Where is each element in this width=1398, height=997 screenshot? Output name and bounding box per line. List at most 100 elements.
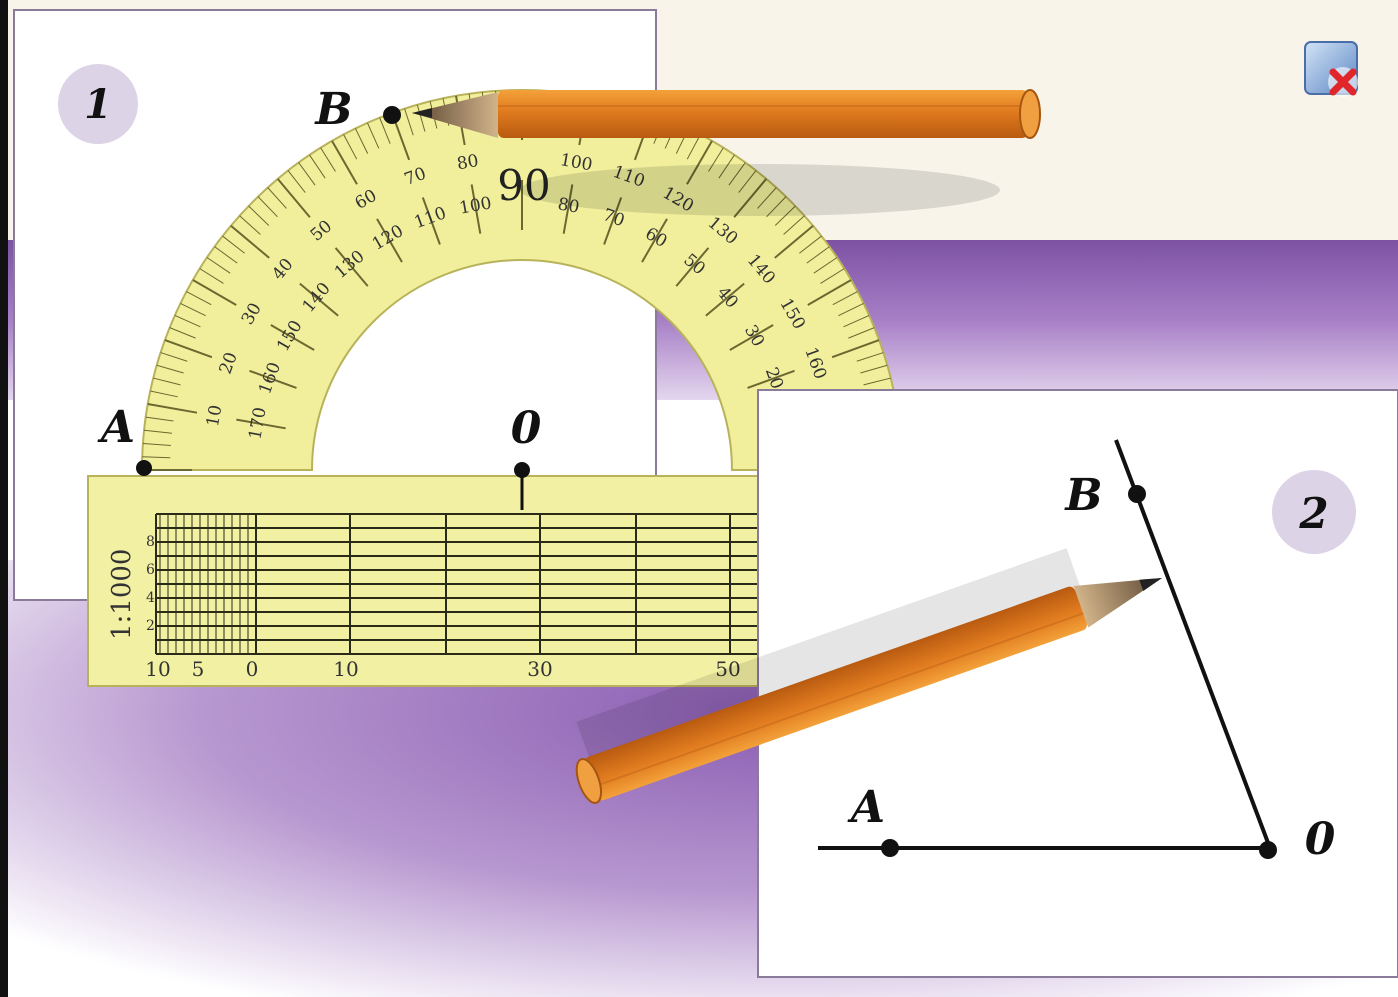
protractor-tick — [799, 235, 822, 254]
protractor-tick — [145, 416, 174, 422]
protractor-tick — [832, 291, 858, 306]
protractor-tick — [248, 205, 270, 226]
point-a-1 — [136, 460, 152, 476]
protractor-tick — [686, 140, 713, 185]
protractor-tick — [718, 154, 735, 179]
protractor-tick — [843, 314, 870, 328]
label-a-1: A — [97, 402, 135, 453]
protractor-tick — [860, 364, 888, 374]
protractor-tick — [267, 187, 287, 209]
protractor-tick — [180, 302, 206, 317]
ruler-tick-label: 5 — [192, 657, 205, 681]
close-button[interactable] — [1303, 40, 1363, 100]
point-a-2 — [881, 839, 899, 857]
label-a-2: A — [847, 782, 885, 833]
ray-ob — [1114, 439, 1272, 849]
pencil-1 — [412, 89, 1041, 216]
protractor-tick — [199, 268, 224, 284]
point-b-2 — [1128, 485, 1146, 503]
protractor-tick — [257, 196, 278, 218]
protractor-tick — [169, 327, 196, 339]
protractor-tick — [379, 117, 391, 144]
protractor-tick — [186, 291, 212, 306]
protractor-tick — [806, 246, 830, 264]
protractor-tick — [153, 377, 181, 386]
point-b-1 — [383, 106, 401, 124]
ruler-tick-label: 30 — [527, 657, 552, 681]
label-b-1: B — [313, 84, 352, 135]
protractor-tick — [174, 314, 201, 328]
ruler-vernier-label: 2 — [146, 618, 155, 634]
protractor-tick — [142, 456, 171, 459]
point-o-1 — [514, 462, 530, 478]
protractor-tick — [142, 442, 171, 446]
protractor-tick — [856, 352, 884, 362]
protractor-tick — [331, 140, 358, 185]
protractor-tick — [214, 246, 238, 264]
protractor-tick — [343, 134, 358, 160]
protractor-inner-tick — [376, 218, 403, 263]
protractor-tick — [820, 268, 845, 284]
ruler-tick-label: 0 — [246, 657, 259, 681]
protractor-tick — [838, 302, 864, 317]
protractor-tick — [757, 187, 777, 209]
protractor-tick — [192, 279, 237, 306]
protractor-inner-tick — [470, 184, 482, 234]
protractor-inner-tick — [729, 324, 774, 351]
protractor-tick — [298, 162, 316, 186]
protractor-tick — [783, 215, 805, 235]
point-o-2 — [1259, 841, 1277, 859]
panel-2-badge — [1272, 470, 1356, 554]
protractor-tick — [206, 257, 231, 274]
label-b-2: B — [1063, 470, 1102, 521]
protractor-tick — [766, 196, 787, 218]
protractor-tick — [309, 154, 326, 179]
protractor-tick — [320, 147, 336, 172]
protractor-inner-label: 80 — [556, 194, 581, 217]
label-o-2: 0 — [1305, 814, 1336, 865]
protractor-tick — [728, 162, 746, 186]
protractor-outer-label: 80 — [455, 151, 480, 174]
protractor-inner-tick — [249, 369, 297, 389]
pencil-2 — [575, 548, 1162, 804]
protractor-inner-tick — [236, 418, 286, 430]
protractor-tick — [863, 377, 891, 386]
protractor-tick — [774, 224, 814, 259]
label-o-1: 0 — [511, 403, 542, 454]
protractor-inner-tick — [562, 184, 574, 234]
protractor-inner-tick — [270, 324, 315, 351]
ruler-scale-label: 1:1000 — [107, 549, 137, 640]
protractor-tick — [239, 215, 261, 235]
left-edge — [0, 0, 8, 997]
protractor-tick — [156, 364, 184, 374]
protractor-tick — [813, 257, 838, 274]
protractor-inner-tick — [747, 369, 795, 389]
protractor-inner-tick — [705, 282, 745, 317]
protractor-tick — [230, 224, 270, 259]
protractor-tick — [147, 403, 198, 414]
protractor-tick — [366, 122, 380, 149]
protractor-tick — [354, 128, 369, 154]
protractor-tick — [150, 390, 178, 398]
protractor-tick — [222, 235, 245, 254]
protractor-tick — [733, 178, 768, 218]
protractor-tick — [831, 339, 880, 359]
close-x-icon — [1304, 41, 1358, 97]
protractor-tick — [848, 327, 875, 339]
protractor-90-mark: 90 — [497, 161, 550, 210]
panel-1-badge — [58, 64, 138, 144]
protractor-tick — [807, 279, 852, 306]
protractor-tick — [404, 108, 414, 136]
protractor-inner-tick — [641, 218, 668, 263]
protractor-inner-tick — [299, 282, 339, 317]
panel-1-number: 1 — [84, 81, 112, 128]
ruler-tick-label: 10 — [333, 657, 358, 681]
protractor-inner-tick — [603, 197, 623, 245]
protractor-outer-label: 10 — [203, 403, 226, 428]
protractor-tick — [164, 339, 213, 359]
ruler-vernier-label: 4 — [146, 590, 155, 606]
ruler-vernier-label: 6 — [146, 562, 155, 578]
